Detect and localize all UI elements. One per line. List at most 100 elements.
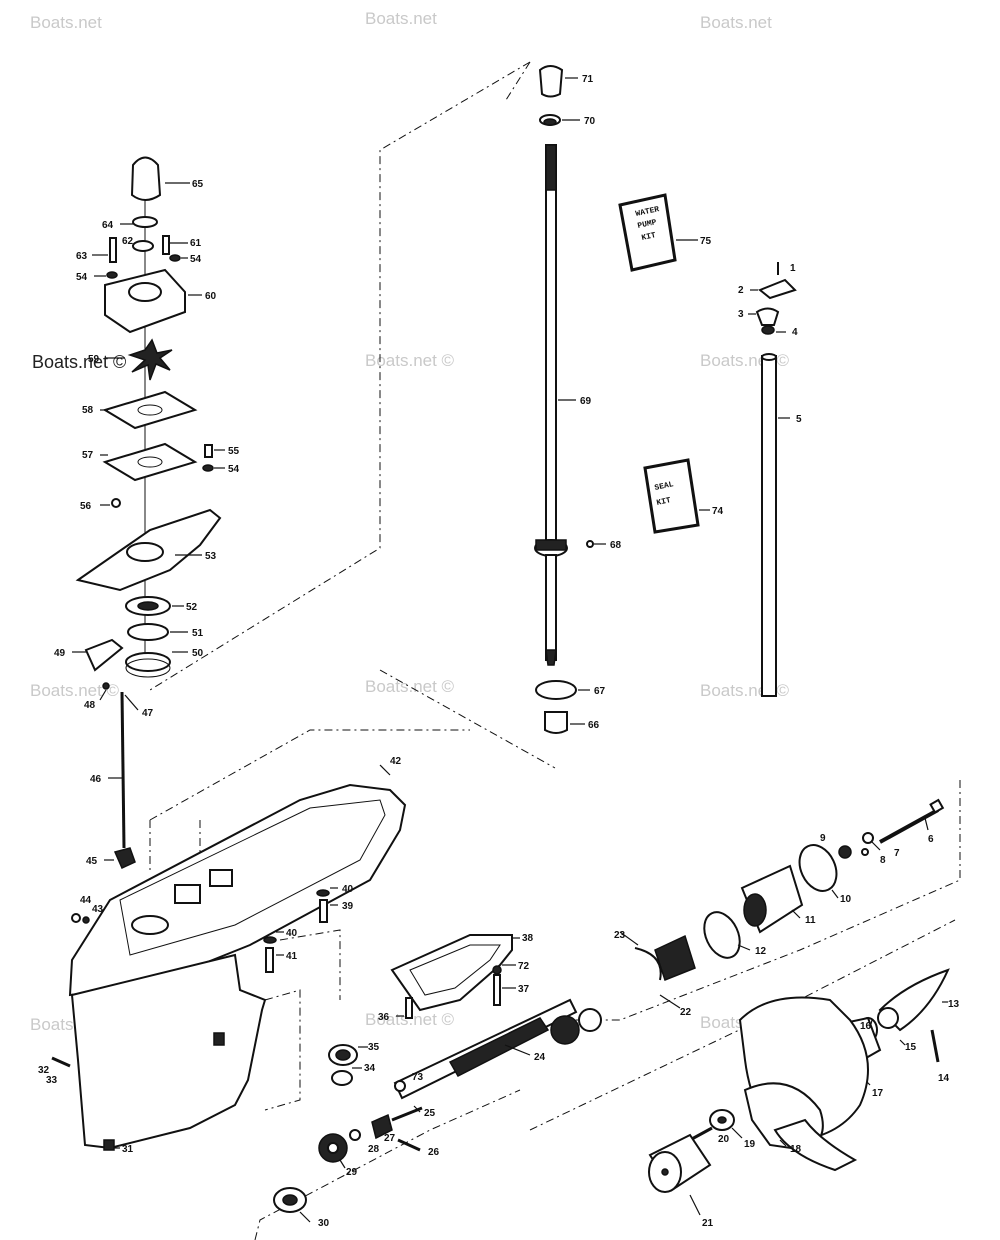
drive-shaft-assembly bbox=[534, 65, 606, 734]
propeller-shaft-assembly bbox=[273, 931, 696, 1223]
pinion-spline bbox=[545, 649, 557, 666]
callout-31: 31 bbox=[122, 1144, 134, 1155]
pinion-gear bbox=[544, 711, 568, 734]
callout-74: 74 bbox=[712, 506, 724, 517]
drive-shaft-sleeve bbox=[538, 65, 564, 98]
retaining-ring bbox=[349, 1129, 361, 1141]
trim-tab-assembly bbox=[390, 934, 520, 1019]
callout-6: 6 bbox=[928, 834, 934, 845]
retainer bbox=[586, 540, 594, 548]
seal bbox=[761, 325, 775, 335]
screw bbox=[204, 444, 213, 458]
water-tube-assembly bbox=[748, 262, 797, 697]
pump-insert bbox=[130, 156, 162, 201]
callout-1: 1 bbox=[790, 263, 796, 274]
watermark: Boats.net © bbox=[365, 677, 455, 696]
callout-36: 36 bbox=[378, 1012, 390, 1023]
dowel-pin bbox=[111, 498, 121, 508]
kit-label-line: KIT bbox=[641, 231, 657, 243]
washer bbox=[82, 916, 90, 924]
callout-14: 14 bbox=[938, 1073, 950, 1084]
callout-38: 38 bbox=[522, 933, 534, 944]
callout-23: 23 bbox=[614, 930, 626, 941]
impeller bbox=[127, 338, 173, 381]
callout-25: 25 bbox=[424, 1108, 436, 1119]
watermark: Boats.net © bbox=[30, 681, 120, 700]
shift-shaft bbox=[120, 691, 126, 849]
washer bbox=[169, 254, 181, 262]
callout-16: 16 bbox=[860, 1021, 872, 1032]
callout-49: 49 bbox=[54, 648, 66, 659]
callout-40: 40 bbox=[286, 928, 298, 939]
watermark: Boats.net © bbox=[32, 352, 126, 372]
carrier-bolts bbox=[838, 798, 945, 859]
washer bbox=[132, 240, 154, 252]
callout-54: 54 bbox=[76, 272, 88, 283]
gear-housing-top bbox=[68, 783, 407, 997]
housing-port bbox=[209, 869, 233, 887]
callout-27: 27 bbox=[384, 1133, 396, 1144]
grommet-clip bbox=[758, 278, 797, 300]
washer bbox=[492, 965, 502, 975]
callout-3: 3 bbox=[738, 309, 744, 320]
callout-29: 29 bbox=[346, 1167, 358, 1178]
bearing-cup bbox=[331, 1070, 353, 1086]
callout-17: 17 bbox=[872, 1088, 884, 1099]
callout-59: 59 bbox=[88, 354, 100, 365]
housing-badge bbox=[213, 1032, 225, 1046]
washer bbox=[202, 464, 214, 472]
callout-60: 60 bbox=[205, 291, 217, 302]
bearing-cage bbox=[654, 934, 696, 981]
screw bbox=[51, 1056, 71, 1068]
callout-30: 30 bbox=[318, 1218, 330, 1229]
washer bbox=[316, 889, 330, 897]
kit-label-line: PUMP bbox=[637, 218, 658, 231]
drive-shaft bbox=[545, 144, 557, 546]
callout-10: 10 bbox=[840, 894, 852, 905]
callout-19: 19 bbox=[744, 1139, 756, 1150]
propeller-assembly bbox=[648, 968, 950, 1216]
callout-53: 53 bbox=[205, 551, 217, 562]
callout-44: 44 bbox=[80, 895, 92, 906]
callout-5: 5 bbox=[796, 414, 802, 425]
callout-54: 54 bbox=[228, 464, 240, 475]
callout-22: 22 bbox=[680, 1007, 692, 1018]
forward-gear-parts bbox=[328, 1044, 368, 1086]
pump-base-bore bbox=[126, 542, 164, 562]
water-tube bbox=[761, 355, 777, 697]
callout-12: 12 bbox=[755, 946, 767, 957]
callout-48: 48 bbox=[84, 700, 96, 711]
o-ring bbox=[127, 623, 169, 641]
spacer bbox=[838, 845, 852, 859]
callout-7: 7 bbox=[894, 848, 900, 859]
callout-55: 55 bbox=[228, 446, 240, 457]
washer bbox=[862, 832, 874, 844]
prop-nut bbox=[877, 1007, 899, 1029]
watermark: Boats.net bbox=[30, 13, 102, 32]
callout-75: 75 bbox=[700, 236, 712, 247]
callout-66: 66 bbox=[588, 720, 600, 731]
callout-57: 57 bbox=[82, 450, 94, 461]
screw bbox=[162, 235, 170, 255]
callout-45: 45 bbox=[86, 856, 98, 867]
trim-tab bbox=[390, 934, 513, 1012]
retainer-ring bbox=[394, 1080, 406, 1092]
pump-housing-bore bbox=[128, 282, 162, 302]
actuator-rod bbox=[391, 1106, 423, 1122]
callout-8: 8 bbox=[880, 855, 886, 866]
bolt bbox=[319, 899, 328, 923]
gasket-hole bbox=[137, 456, 163, 468]
grommet bbox=[755, 307, 780, 326]
cotter-pin bbox=[930, 1029, 940, 1063]
callout-62: 62 bbox=[122, 236, 134, 247]
callout-46: 46 bbox=[90, 774, 102, 785]
bolt bbox=[879, 808, 939, 844]
callout-34: 34 bbox=[364, 1063, 376, 1074]
callout-67: 67 bbox=[594, 686, 606, 697]
callout-43: 43 bbox=[92, 904, 104, 915]
callout-28: 28 bbox=[368, 1144, 380, 1155]
watermark: Boats.net © bbox=[365, 351, 455, 370]
water-pump-assembly bbox=[72, 156, 225, 678]
pinion-washer bbox=[535, 680, 577, 700]
